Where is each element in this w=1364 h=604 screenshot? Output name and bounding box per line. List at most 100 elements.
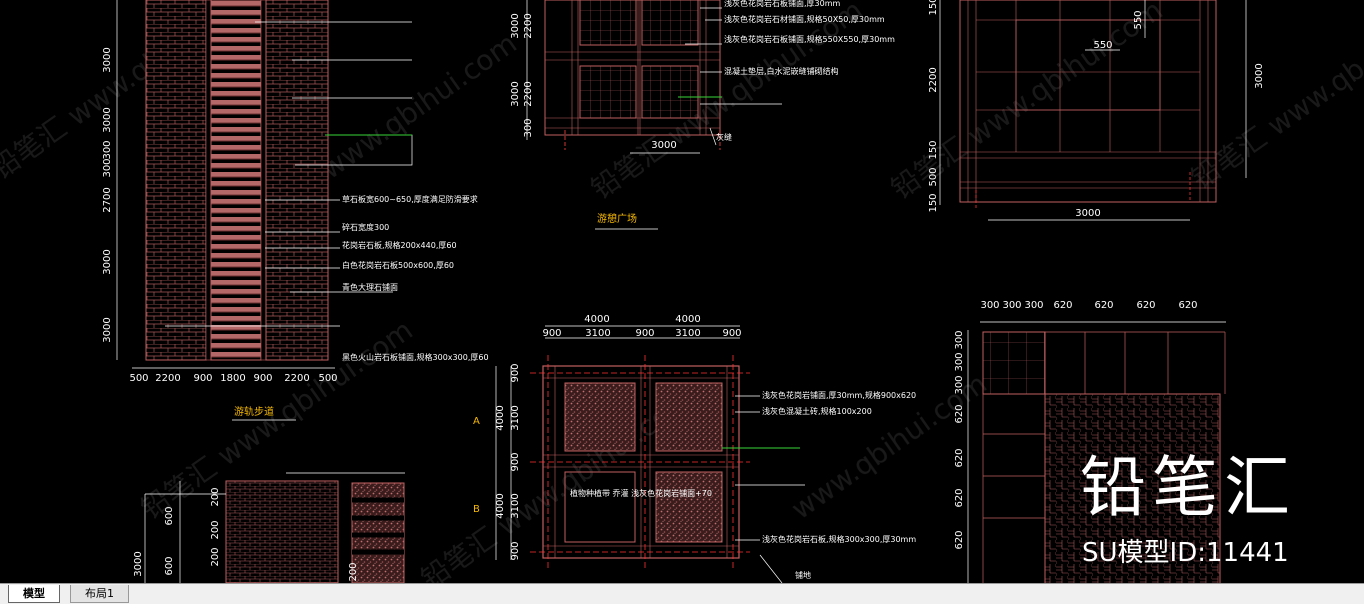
plaza-main-leaders [735, 395, 805, 583]
plaza-top-note-2: 浅灰色花岗岩石板铺面,规格550X550,厚30mm [724, 34, 895, 44]
plaza-main-top-dim-1: 4000 [675, 314, 700, 325]
paving-tr-dim-1: 2200 [928, 67, 939, 92]
svg-text:铅笔汇 www.qb: 铅笔汇 www.qb [1185, 52, 1364, 196]
bottom-detail-inner-2: 200 [210, 547, 221, 566]
plaza-top-note-1: 浅灰色花岗岩石材铺面,规格50X50,厚30mm [724, 14, 885, 24]
walk-title: 游轨步道 [234, 405, 274, 418]
plaza-main-sub-dim-2: 900 [635, 328, 654, 339]
plaza-main-note-1: 浅灰色混凝土砖,规格100x200 [762, 406, 872, 416]
paving-br-top-dim-1: 300 [1002, 300, 1021, 311]
plaza-top-note-3: 混凝土垫层,白水泥嵌缝铺砌结构 [724, 66, 839, 76]
walk-dim-v-0: 3000 [102, 47, 113, 72]
plaza-top-dim-1: 2200 [523, 13, 534, 38]
plaza-main-note-3: 铺地 [795, 570, 811, 580]
walk-plan [116, 0, 335, 369]
tab-layout1[interactable]: 布局1 [70, 585, 129, 603]
walk-dim-h-4: 900 [253, 373, 272, 384]
plaza-main-note-2: 浅灰色花岗岩石板,规格300x300,厚30mm [762, 534, 916, 544]
plaza-top-title: 游憩广场 [597, 212, 637, 225]
walk-dim-v-2: 300 [102, 140, 113, 159]
walk-dim-h-5: 2200 [284, 373, 309, 384]
plaza-main-top-dim-0: 4000 [584, 314, 609, 325]
bottom-detail-dim-1: 600 [164, 506, 175, 525]
plaza-top-note-4: 灰缝 [716, 132, 732, 142]
plaza-main-plan [495, 325, 750, 570]
paving-top-right [939, 0, 1247, 221]
plaza-top-dim-0: 3000 [510, 13, 521, 38]
plaza-main-top-dims: 4000 4000 900 3100 900 3100 900 [542, 314, 741, 339]
paving-br-top-dims: 300 300 300 620 620 620 620 [980, 300, 1197, 311]
walk-dim-h-1: 2200 [155, 373, 180, 384]
paving-tr-inner-dim-1: 550 [1093, 40, 1112, 51]
plaza-top-note-0: 浅灰色花岗岩石板铺面,厚30mm [724, 0, 841, 8]
walk-note-5: 黑色火山岩石板铺面,规格300x300,厚60 [342, 352, 489, 362]
plaza-main-center-label: 植物种植带 乔灌 浅灰色花岗岩铺面+70 [570, 488, 712, 498]
paving-bottom-right [967, 321, 1226, 583]
walk-vertical-dims: 3000 3000 300 300 2700 3000 3000 [102, 47, 113, 342]
paving-tr-left-dims: 150 2200 150 500 150 3000 550 [928, 0, 1265, 213]
plaza-main-left-dim-1: 3100 [510, 405, 521, 430]
watermark-model-id: SU模型ID:11441 [1082, 538, 1289, 568]
walk-notes: 草石板宽600~650,厚度满足防滑要求 碎石宽度300 花岗岩石板,规格200… [342, 194, 489, 362]
paving-br-left-dims: 300 300 300 620 620 620 620 [954, 330, 965, 549]
axis-label-a: A [473, 416, 480, 427]
paving-br-left-dim-1: 300 [954, 352, 965, 371]
paving-br-top-dim-2: 300 [1024, 300, 1043, 311]
walk-dim-v-6: 3000 [102, 317, 113, 342]
paving-tr-inner-dim-0: 550 [1133, 10, 1144, 29]
plaza-top-leaders [685, 7, 782, 146]
paving-tr-bottom-dim: 3000 [1075, 208, 1100, 219]
plaza-main-note-0: 浅灰色花岗岩铺面,厚30mm,规格900x620 [762, 390, 916, 400]
plaza-main-row-dim-0: 4000 [495, 405, 506, 430]
walk-note-3: 白色花岗岩石板500x600,厚60 [342, 260, 454, 270]
paving-tr-dim-4: 150 [928, 193, 939, 212]
svg-text:www.qbihui.com: www.qbihui.com [315, 27, 523, 186]
bottom-detail-dim-0: 3000 [133, 551, 144, 576]
plaza-main-sub-dim-0: 900 [542, 328, 561, 339]
layout-tab-bar: 模型 布局1 [0, 583, 1364, 604]
walk-dim-v-3: 300 [102, 158, 113, 177]
paving-br-top-dim-3: 620 [1053, 300, 1072, 311]
watermark-brand: 铅笔汇 [1080, 449, 1296, 526]
paving-br-top-dim-4: 620 [1094, 300, 1113, 311]
walk-note-0: 草石板宽600~650,厚度满足防滑要求 [342, 194, 478, 204]
plaza-top-dim-4: 300 [523, 118, 534, 137]
walk-dim-v-5: 3000 [102, 249, 113, 274]
walk-bottom-dims: 500 2200 900 1800 900 2200 500 [129, 373, 337, 384]
bottom-detail [144, 472, 405, 583]
plaza-top-notes: 浅灰色花岗岩石板铺面,厚30mm 浅灰色花岗岩石材铺面,规格50X50,厚30m… [716, 0, 895, 142]
walk-dim-v-1: 3000 [102, 107, 113, 132]
plaza-main-left-dim-4: 900 [510, 541, 521, 560]
walk-note-4: 青色大理石铺面 [342, 282, 398, 292]
plaza-top-bottom-dim: 3000 [651, 140, 676, 151]
paving-tr-dim-0: 150 [928, 0, 939, 16]
walk-leader-lines [165, 21, 412, 327]
paving-br-top-dim-6: 620 [1178, 300, 1197, 311]
paving-br-left-dim-3: 620 [954, 404, 965, 423]
plaza-main-left-dim-3: 3100 [510, 493, 521, 518]
bottom-detail-dims: 3000 600 600 200 200 200 200 [133, 487, 359, 581]
walk-dim-h-3: 1800 [220, 373, 245, 384]
axis-label-b: B [473, 504, 480, 515]
paving-br-left-dim-5: 620 [954, 488, 965, 507]
walk-dim-h-2: 900 [193, 373, 212, 384]
cad-model-space[interactable]: 铅笔汇 www.qbihui.com www.qbihui.com 铅笔汇 ww… [0, 0, 1364, 583]
paving-br-top-dim-0: 300 [980, 300, 999, 311]
bottom-detail-inner-0: 200 [210, 487, 221, 506]
paving-tr-dim-2: 150 [928, 140, 939, 159]
paving-br-left-dim-4: 620 [954, 448, 965, 467]
walk-dim-v-4: 2700 [102, 187, 113, 212]
plaza-top-left-dims: 3000 2200 3000 2200 300 [510, 13, 534, 137]
plaza-top-plan [526, 0, 721, 154]
plaza-main-sub-dim-1: 3100 [585, 328, 610, 339]
plaza-main-left-dims: 900 3100 900 3100 900 4000 4000 [495, 363, 521, 560]
walk-note-1: 碎石宽度300 [342, 222, 389, 232]
walk-dim-h-0: 500 [129, 373, 148, 384]
plaza-main-sub-dim-3: 3100 [675, 328, 700, 339]
tab-model[interactable]: 模型 [8, 585, 60, 603]
paving-br-left-dim-2: 300 [954, 375, 965, 394]
paving-tr-right-dim: 3000 [1254, 63, 1265, 88]
bottom-detail-inner-1: 200 [210, 520, 221, 539]
bottom-detail-inner-3: 200 [348, 562, 359, 581]
plaza-main-notes: 浅灰色花岗岩铺面,厚30mm,规格900x620 浅灰色混凝土砖,规格100x2… [762, 390, 916, 580]
